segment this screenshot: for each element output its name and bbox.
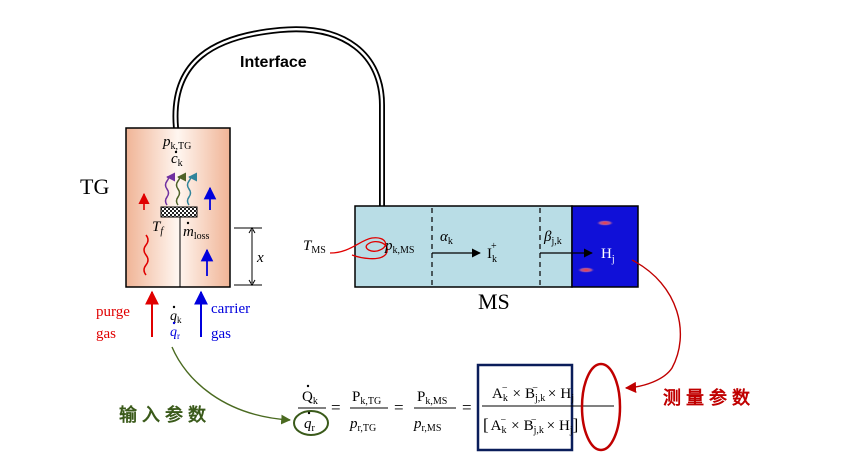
dot-accent bbox=[174, 150, 178, 154]
eq-equals-1: = bbox=[331, 398, 341, 417]
eq-p-r-TG: pr,TG bbox=[349, 416, 376, 434]
eq-q-r: qr bbox=[304, 416, 316, 434]
eq-equals-2: = bbox=[394, 398, 404, 417]
input-params-label: 输入参数 bbox=[119, 404, 211, 426]
dot-accent bbox=[172, 305, 176, 309]
ms-chamber bbox=[354, 205, 573, 288]
eq-Q-k: Qk bbox=[302, 389, 318, 407]
eq-P-k-MS: Pk,MS bbox=[417, 389, 447, 407]
input-param-highlight-circle bbox=[293, 410, 329, 436]
eq-equals-3: = bbox=[462, 398, 472, 417]
ms-label: MS bbox=[478, 289, 510, 314]
furnace-temp-symbol: Tf bbox=[152, 219, 164, 237]
eq-p-r-MS: pr,MS bbox=[413, 416, 441, 434]
heat-wave-lower bbox=[143, 234, 149, 276]
ion-symbol: Ik+ bbox=[487, 241, 497, 265]
purge-gas-label-line2: gas bbox=[96, 326, 116, 342]
evolved-gas-arrow-teal bbox=[186, 172, 198, 206]
x-dimension-arrow-down bbox=[248, 279, 256, 286]
eq-numerator: Ak−×Bj,k−×Hj bbox=[492, 383, 574, 404]
ionization-alpha-symbol: αk bbox=[440, 229, 453, 247]
measured-param-pointer-arrow bbox=[624, 259, 681, 394]
interface-tube bbox=[172, 26, 385, 206]
tg-pressure-symbol: pk,TG bbox=[162, 134, 191, 152]
purge-gas-label-line1: purge bbox=[96, 304, 130, 320]
ms-temp-symbol: TMS bbox=[303, 238, 326, 256]
measured-param-highlight-circle bbox=[580, 362, 622, 452]
ms-pressure-symbol: pk,MS bbox=[384, 238, 414, 256]
carrier-gas-label-line1: carrier bbox=[211, 301, 250, 317]
q-r-symbol: qr bbox=[170, 325, 180, 341]
dot-accent bbox=[306, 384, 310, 388]
evolved-gas-arrow-olive bbox=[175, 172, 187, 206]
evolved-gas-arrow-purple bbox=[164, 172, 176, 206]
ms-detector bbox=[571, 205, 639, 288]
tg-concentration-symbol: ck bbox=[171, 151, 183, 169]
detector-glow-top bbox=[596, 220, 614, 226]
input-param-pointer-arrow bbox=[171, 346, 291, 425]
dot-accent bbox=[186, 221, 190, 225]
interface-label: Interface bbox=[240, 54, 307, 71]
q-k-symbol: qk bbox=[170, 309, 182, 325]
carrier-gas-label-line2: gas bbox=[211, 326, 231, 342]
dot-accent bbox=[307, 411, 311, 415]
calibration-box bbox=[476, 363, 574, 452]
eq-P-k-TG: Pk,TG bbox=[352, 389, 381, 407]
fragment-signal-symbol: Hj bbox=[601, 246, 615, 265]
measured-params-label: 测量参数 bbox=[663, 387, 755, 409]
fragmentation-beta-symbol: βj,k bbox=[543, 229, 562, 247]
dot-accent bbox=[172, 321, 176, 325]
mass-loss-symbol: mloss bbox=[183, 224, 210, 242]
ms-heater-coil bbox=[329, 237, 388, 260]
eq-denominator: [Ak−×Bj,k−×Hj] bbox=[483, 415, 578, 436]
x-dimension-arrow-up bbox=[248, 227, 256, 234]
sample-crucible bbox=[160, 206, 198, 218]
detector-glow-bottom bbox=[577, 267, 595, 273]
x-dimension-label: x bbox=[256, 250, 264, 266]
tg-label: TG bbox=[80, 174, 109, 199]
